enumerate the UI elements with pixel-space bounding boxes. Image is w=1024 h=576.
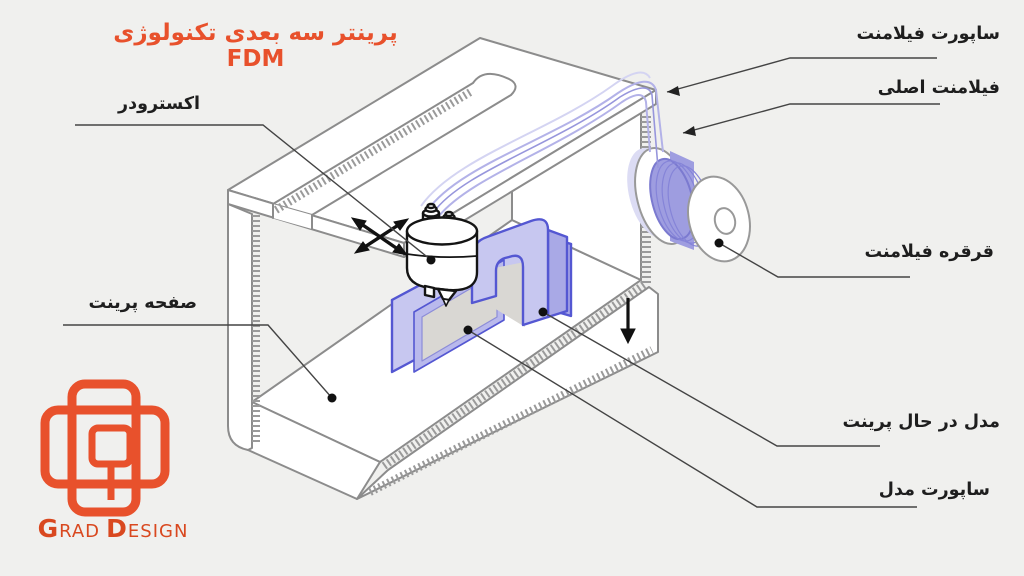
label-filament-spool: قرقره فیلامنت <box>864 242 994 262</box>
diagram-title: پرینتر سه بعدی تکنولوژی FDM <box>113 20 398 72</box>
callout-main-filament <box>682 103 940 134</box>
left-wall <box>227 203 253 451</box>
callout-spool <box>718 242 910 278</box>
tower-arch-face <box>470 218 550 327</box>
grad-design-logo-mark <box>40 379 170 517</box>
callout-print-bed <box>63 324 333 399</box>
callout-extruder <box>75 124 432 261</box>
dot-spool <box>714 238 724 248</box>
tube-wall-inner <box>438 94 651 217</box>
dot-print-bed <box>327 393 337 403</box>
logo-horizontal-ring <box>40 405 170 489</box>
dot-printing-model <box>538 307 548 317</box>
grad-design-logo-text: GRAD DESIGN <box>28 514 198 543</box>
filament-strand <box>432 87 659 214</box>
callout-model-support <box>467 329 917 508</box>
arrowhead <box>353 241 370 254</box>
extruder-top <box>405 216 479 246</box>
label-filament-support: ساپورت فیلامنت <box>856 24 1000 44</box>
nozzle-tip <box>442 298 450 307</box>
logo-inner-square <box>88 424 134 468</box>
callout-dots <box>327 238 724 403</box>
dot-model-support <box>463 325 473 335</box>
logo-vertical-ring <box>67 379 141 517</box>
tube-highlight <box>420 71 651 207</box>
printed-model <box>390 218 573 374</box>
xy-motion-arrows <box>350 217 410 256</box>
printer-frame <box>227 37 659 500</box>
arrowhead-down <box>620 328 636 345</box>
z-motion-arrow <box>620 298 636 345</box>
tube-wall-outer <box>426 80 664 212</box>
roof-gantry-slot <box>272 72 517 216</box>
logo-letter-g: G <box>37 514 60 543</box>
filament-tube <box>420 71 664 217</box>
cut-hatching <box>252 87 654 496</box>
callout-printing-model <box>542 311 880 447</box>
nozzle-flange <box>423 284 436 299</box>
arrowhead <box>393 218 410 231</box>
logo-letter-d: D <box>106 514 128 543</box>
callout-lines <box>63 57 940 508</box>
tower-right-face <box>546 228 569 319</box>
label-printing-model: مدل در حال پرینت <box>842 412 1000 432</box>
label-main-filament: فیلامنت اصلی <box>877 78 1000 98</box>
under-arch-support <box>494 262 525 327</box>
callout-arrowheads <box>667 86 696 136</box>
arrowhead <box>350 217 367 231</box>
label-model-support: ساپورت مدل <box>878 480 990 500</box>
arrowhead <box>392 243 409 256</box>
logo-word-esign: ESIGN <box>127 521 189 542</box>
label-print-bed: صفحه پرینت <box>88 293 197 313</box>
dot-extruder <box>426 255 436 265</box>
filament-spool <box>627 147 751 263</box>
extruder <box>405 202 479 307</box>
label-extruder: اکسترودر <box>118 94 200 114</box>
body-seam <box>406 253 478 259</box>
base-slab-face <box>356 286 659 500</box>
spool-hub-hole <box>713 207 737 235</box>
callout-filament-support <box>666 57 937 93</box>
logo-word-rad: RAD <box>59 521 101 542</box>
